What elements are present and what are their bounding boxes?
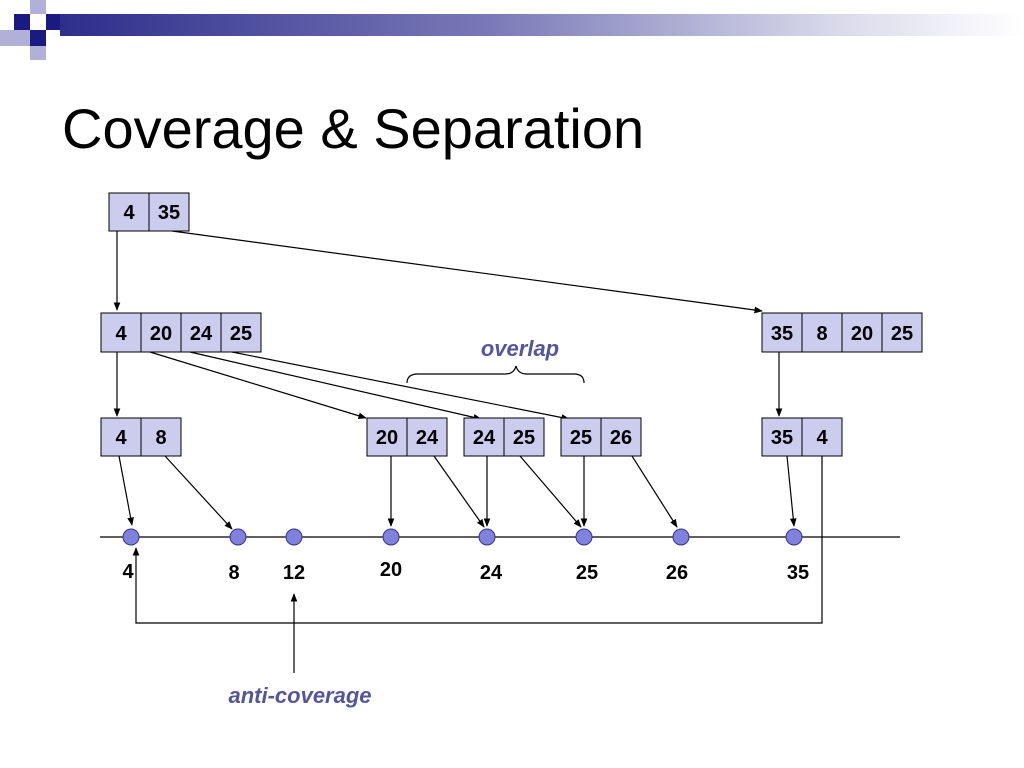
node-value: 24: [416, 427, 439, 449]
anti-coverage-label: anti-coverage: [228, 683, 371, 708]
decor-square: [30, 0, 46, 14]
decor-square: [0, 30, 14, 46]
node-cell: [220, 312, 262, 353]
node-value: 20: [150, 323, 172, 345]
point-label: 8: [228, 562, 239, 584]
node-cell: [366, 417, 408, 457]
edge-left-leaf-20-24: [149, 351, 367, 420]
node-cell: [761, 312, 803, 353]
node-value: 8: [155, 427, 166, 449]
point-24: [478, 528, 496, 546]
node-value: 8: [816, 323, 827, 345]
edge-left-leaf-24-25: [189, 351, 482, 421]
point-20: [382, 528, 400, 546]
node-cell: [100, 312, 142, 353]
edge-wrap-35-4: [132, 456, 823, 624]
node-cell: [503, 417, 545, 457]
node-cell: [463, 417, 505, 457]
decor-square: [14, 14, 30, 30]
decor-square: [46, 14, 60, 30]
node-value: 20: [376, 427, 398, 449]
overlap-label: overlap: [481, 336, 559, 361]
node-cell: [600, 417, 642, 457]
page-title: Coverage & Separation: [62, 97, 645, 160]
node-value: 35: [771, 323, 793, 345]
node-value: 25: [570, 427, 592, 449]
edge-leaf-to-point-35: [786, 455, 797, 527]
number-line-labels: 4 8 12 20 24 25 26 35: [122, 559, 809, 584]
point-label: 25: [576, 562, 598, 584]
node-leaf-35-4: 35 4: [761, 417, 843, 457]
node-right: 35 8 20 25: [761, 312, 923, 353]
node-cell: [406, 417, 448, 457]
overlap-brace: [406, 365, 585, 384]
node-cell: [140, 417, 182, 457]
node-value: 24: [190, 323, 213, 345]
node-cell: [140, 312, 182, 353]
node-value: 26: [610, 427, 632, 449]
decor-square: [14, 30, 30, 46]
node-value: 4: [115, 323, 127, 345]
node-cell: [560, 417, 602, 457]
node-value: 4: [115, 427, 127, 449]
decor-square: [30, 30, 46, 46]
node-leaf-24-25: 24 25: [463, 417, 545, 457]
decor-square: [30, 46, 46, 60]
point-label: 12: [283, 562, 305, 584]
node-cell: [100, 417, 142, 457]
edge-leaf-to-point-4: [118, 455, 134, 526]
point-12: [285, 528, 303, 546]
node-cell: [180, 312, 222, 353]
number-line-points: [122, 528, 803, 546]
point-25: [575, 528, 593, 546]
edges: [113, 230, 823, 673]
node-value: 20: [851, 323, 873, 345]
point-26: [672, 528, 690, 546]
point-label: 24: [480, 562, 503, 584]
node-left: 4 20 24 25: [100, 312, 262, 353]
node-value: 4: [123, 202, 135, 224]
edge-leaf-to-point-24a: [433, 455, 485, 528]
point-label: 4: [122, 561, 134, 583]
point-label: 35: [787, 562, 809, 584]
node-value: 24: [473, 427, 496, 449]
node-value: 35: [158, 202, 180, 224]
point-4: [122, 528, 140, 546]
node-cell: [761, 417, 803, 457]
node-value: 4: [816, 427, 828, 449]
point-label: 20: [380, 559, 402, 581]
edge-root-right: [171, 230, 763, 314]
node-value: 25: [513, 427, 535, 449]
edge-leaf-to-point-25a: [519, 455, 582, 528]
edge-leaf-to-point-8: [164, 455, 233, 530]
node-leaf-20-24: 20 24: [366, 417, 448, 457]
node-cell: [801, 417, 843, 457]
node-leaf-4-8: 4 8: [100, 417, 182, 457]
node-root: 4 35: [108, 192, 190, 232]
edge-leaf-to-point-26: [631, 455, 678, 528]
node-value: 35: [771, 427, 793, 449]
point-35: [785, 528, 803, 546]
node-cell: [148, 192, 190, 232]
point-label: 26: [666, 562, 688, 584]
node-value: 25: [230, 323, 252, 345]
edge-left-leaf-25-26: [231, 351, 570, 421]
node-cell: [881, 312, 923, 353]
node-leaf-25-26: 25 26: [560, 417, 642, 457]
node-value: 25: [891, 323, 913, 345]
point-8: [229, 528, 247, 546]
title-bar-gradient: [60, 14, 1024, 36]
